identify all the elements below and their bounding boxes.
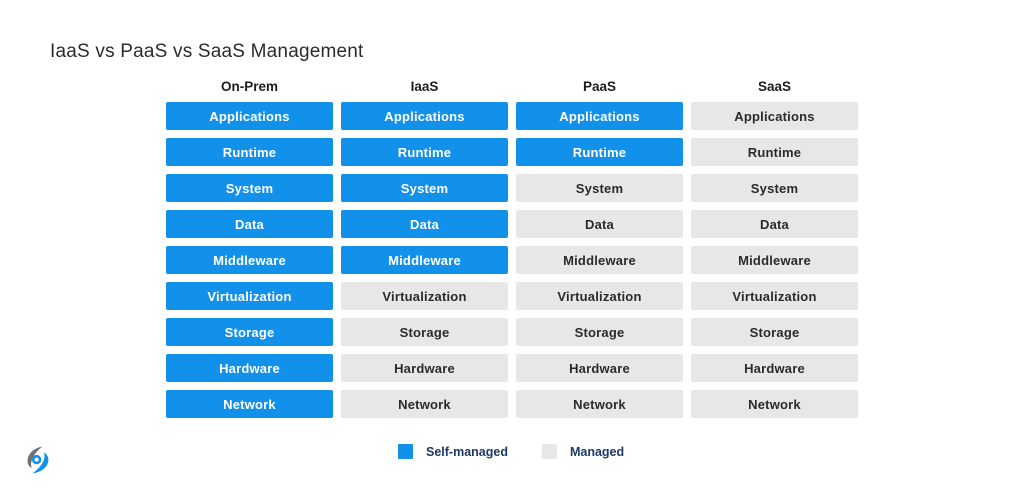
cell-on-prem-runtime: Runtime — [166, 138, 333, 166]
cell-iaas-hardware: Hardware — [341, 354, 508, 382]
cell-saas-virtualization: Virtualization — [691, 282, 858, 310]
management-grid: On-Prem IaaS PaaS SaaS Applications Applicati… — [166, 78, 858, 418]
legend-swatch-managed-icon — [541, 444, 557, 459]
cell-iaas-data: Data — [341, 210, 508, 238]
cell-paas-hardware: Hardware — [516, 354, 683, 382]
cell-paas-system: System — [516, 174, 683, 202]
cell-iaas-system: System — [341, 174, 508, 202]
cell-on-prem-middleware: Middleware — [166, 246, 333, 274]
cell-paas-data: Data — [516, 210, 683, 238]
column-header-iaas: IaaS — [410, 78, 439, 94]
cell-on-prem-data: Data — [166, 210, 333, 238]
cell-saas-storage: Storage — [691, 318, 858, 346]
cell-on-prem-system: System — [166, 174, 333, 202]
cell-iaas-middleware: Middleware — [341, 246, 508, 274]
legend-label-self-managed: Self-managed — [426, 444, 508, 459]
cell-on-prem-hardware: Hardware — [166, 354, 333, 382]
legend: Self-managed Managed — [398, 444, 624, 459]
column-header-on-prem: On-Prem — [220, 78, 278, 94]
cell-saas-hardware: Hardware — [691, 354, 858, 382]
cell-saas-data: Data — [691, 210, 858, 238]
cell-paas-applications: Applications — [516, 102, 683, 130]
cell-saas-middleware: Middleware — [691, 246, 858, 274]
cell-saas-runtime: Runtime — [691, 138, 858, 166]
cell-saas-applications: Applications — [691, 102, 858, 130]
cell-on-prem-virtualization: Virtualization — [166, 282, 333, 310]
cell-iaas-storage: Storage — [341, 318, 508, 346]
cell-paas-virtualization: Virtualization — [516, 282, 683, 310]
legend-swatch-self-managed-icon — [398, 444, 413, 459]
cell-on-prem-applications: Applications — [166, 102, 333, 130]
cell-iaas-virtualization: Virtualization — [341, 282, 508, 310]
legend-label-managed: Managed — [569, 444, 625, 459]
cell-iaas-network: Network — [341, 390, 508, 418]
brand-logo-icon — [25, 446, 51, 475]
cell-paas-runtime: Runtime — [516, 138, 683, 166]
cell-saas-network: Network — [691, 390, 858, 418]
cell-paas-network: Network — [516, 390, 683, 418]
cell-on-prem-storage: Storage — [166, 318, 333, 346]
cell-iaas-applications: Applications — [341, 102, 508, 130]
column-header-saas: SaaS — [757, 78, 792, 94]
cell-paas-storage: Storage — [516, 318, 683, 346]
column-header-paas: PaaS — [582, 78, 617, 94]
cell-on-prem-network: Network — [166, 390, 333, 418]
page-title: IaaS vs PaaS vs SaaS Management — [50, 41, 364, 62]
legend-item-self-managed: Self-managed — [398, 444, 508, 459]
cell-saas-system: System — [691, 174, 858, 202]
cell-iaas-runtime: Runtime — [341, 138, 508, 166]
legend-item-managed: Managed — [541, 444, 625, 459]
cell-paas-middleware: Middleware — [516, 246, 683, 274]
